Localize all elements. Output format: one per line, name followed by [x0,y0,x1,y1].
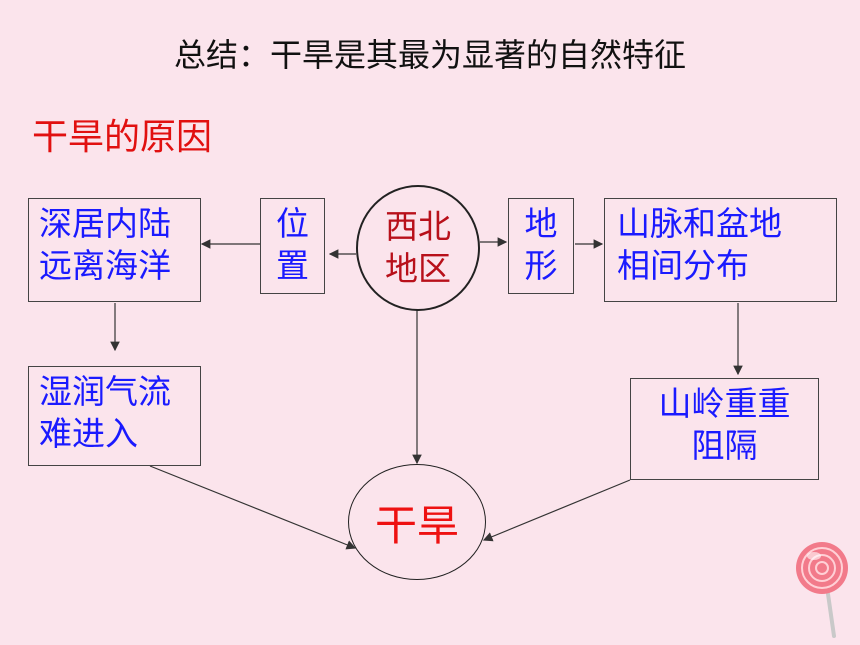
arrow-barrier-to-drought [482,479,631,542]
lollipop-icon [796,542,848,638]
inland-box: 深居内陆 远离海洋 [28,198,201,302]
mountain-barrier-line-2: 阻隔 [691,426,758,465]
moist-air-line-1: 湿润气流 [39,372,171,411]
terrain-box: 地 形 [508,198,574,294]
terrain-line-2: 形 [524,246,558,285]
northwest-region-circle: 西北 地区 [356,185,480,311]
center-line-1: 西北 [385,207,451,246]
mountain-barrier-line-1: 山岭重重 [658,384,791,423]
position-line-2: 置 [276,246,309,285]
center-line-2: 地区 [385,249,451,288]
section-heading: 干旱的原因 [32,117,213,158]
inland-line-1: 深居内陆 [39,204,171,243]
moist-air-box: 湿润气流 难进入 [28,366,201,466]
drought-label: 干旱 [374,500,459,550]
slide-title: 总结：干旱是其最为显著的自然特征 [173,36,686,74]
mountains-basins-line-1: 山脉和盆地 [617,204,782,243]
terrain-line-1: 地 [524,204,558,243]
mountains-basins-box: 山脉和盆地 相间分布 [604,198,837,302]
inland-line-2: 远离海洋 [39,246,171,285]
drought-circle: 干旱 [348,464,486,580]
position-line-1: 位 [276,204,309,243]
position-box: 位 置 [260,198,325,294]
arrow-moist-air-to-drought [149,465,357,550]
mountains-basins-line-2: 相间分布 [617,246,749,285]
moist-air-line-2: 难进入 [39,414,138,453]
mountain-barrier-box: 山岭重重 阻隔 [630,378,819,480]
